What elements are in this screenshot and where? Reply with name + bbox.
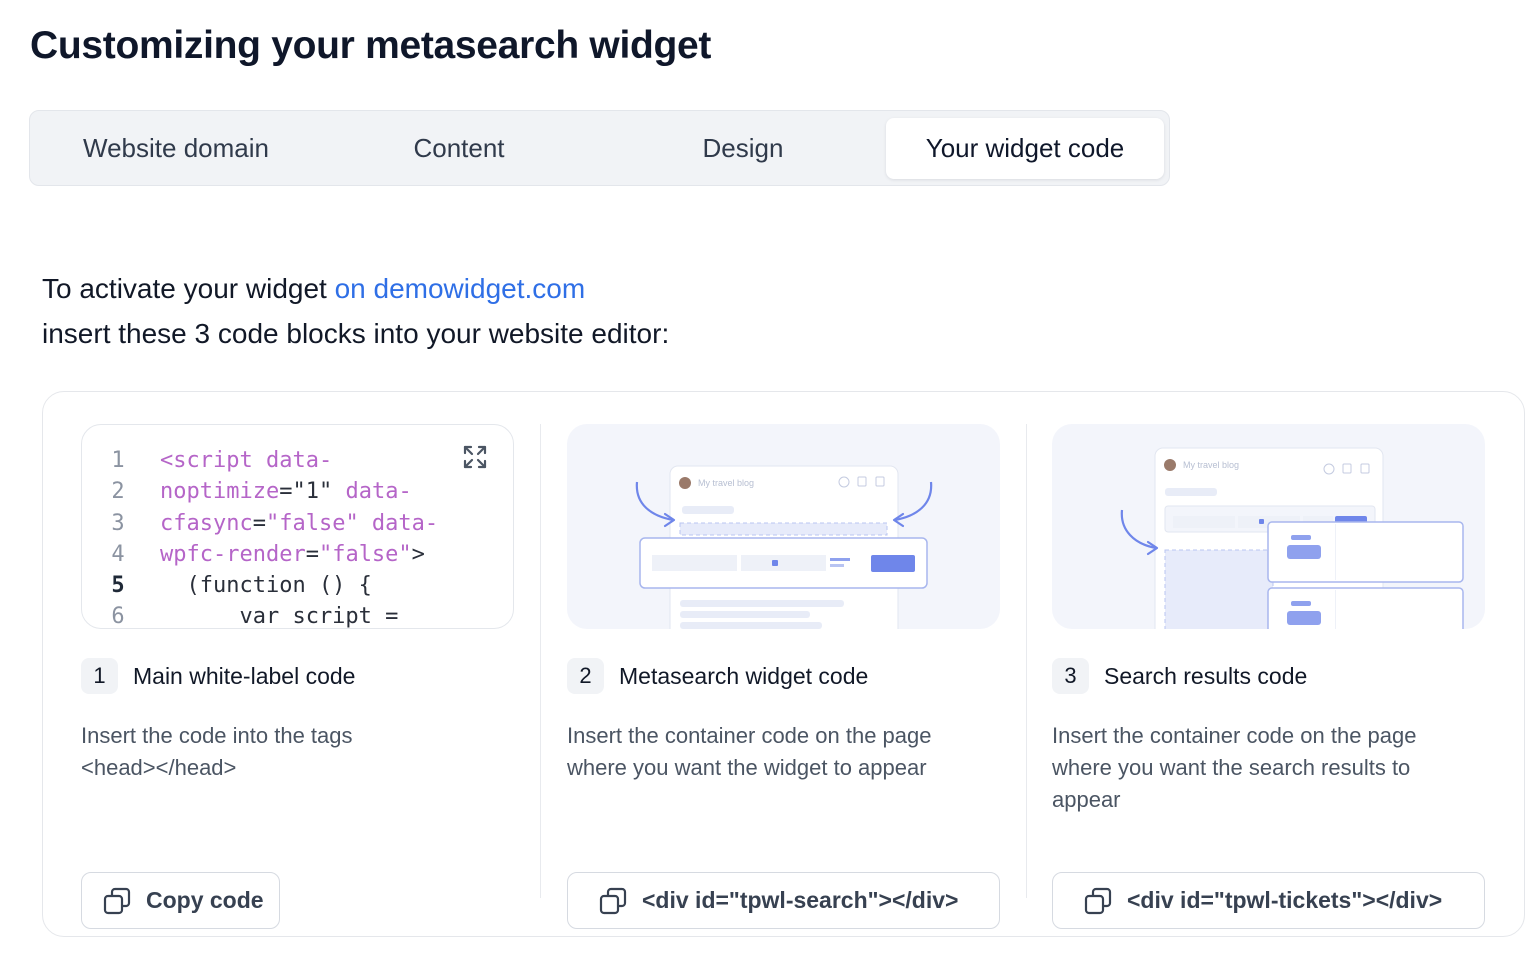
step-number-badge: 2 <box>567 658 604 694</box>
widget-illustration: My travel blog <box>567 424 1000 629</box>
intro-text: To activate your widget on demowidget.co… <box>42 266 669 356</box>
expand-icon[interactable] <box>461 443 489 471</box>
copy-icon <box>599 887 627 914</box>
step-2-heading: 2 Metasearch widget code <box>567 658 868 694</box>
metasearch-widget-card: My travel blog <box>567 424 1000 929</box>
copy-tickets-container-button[interactable]: <div id="tpwl-tickets"></div> <box>1052 872 1485 929</box>
copy-code-button[interactable]: Copy code <box>81 872 280 929</box>
step-title: Main white-label code <box>133 662 356 689</box>
column-divider <box>540 424 541 898</box>
page-title: Customizing your metasearch widget <box>30 24 712 67</box>
step-description: Insert the code into the tags <head></he… <box>81 723 353 780</box>
step-description: Insert the container code on the page wh… <box>567 723 932 780</box>
step-title: Search results code <box>1104 662 1308 689</box>
step-description: Insert the container code on the page wh… <box>1052 723 1417 812</box>
step-1-heading: 1 Main white-label code <box>81 658 355 694</box>
copy-search-container-button[interactable]: <div id="tpwl-search"></div> <box>567 872 1000 929</box>
tab-content[interactable]: Content <box>413 133 505 163</box>
tab-website-domain[interactable]: Website domain <box>83 133 269 163</box>
column-divider <box>1026 424 1027 898</box>
tab-your-widget-code[interactable]: Your widget code <box>886 118 1164 179</box>
copy-icon <box>103 887 131 914</box>
main-code-card: 1 2 3 4 5 6 <script data-noptimize="1" d… <box>81 424 514 929</box>
step-number-badge: 1 <box>81 658 118 694</box>
blog-label: My travel blog <box>1183 460 1239 470</box>
intro-line2: insert these 3 code blocks into your web… <box>42 318 670 349</box>
domain-link[interactable]: on demowidget.com <box>334 273 586 304</box>
code-line-numbers: 1 2 3 4 5 6 <box>111 448 125 629</box>
results-placement-illustration: My travel blog <box>1120 447 1464 629</box>
intro-prefix: To activate your widget <box>42 273 335 304</box>
step-tabs: Website domain Content Design Your widge… <box>29 110 1170 186</box>
step-title: Metasearch widget code <box>619 662 869 689</box>
step-number-badge: 3 <box>1052 658 1089 694</box>
search-container-code: <div id="tpwl-search"></div> <box>642 887 959 913</box>
tab-design[interactable]: Design <box>702 133 784 163</box>
code-text: <script data-noptimize="1" data-cfasync=… <box>160 448 439 629</box>
copy-icon <box>1084 887 1112 914</box>
tickets-container-code: <div id="tpwl-tickets"></div> <box>1127 887 1443 913</box>
code-preview[interactable]: 1 2 3 4 5 6 <script data-noptimize="1" d… <box>81 424 514 629</box>
copy-code-label: Copy code <box>146 887 264 913</box>
code-blocks-panel: 1 2 3 4 5 6 <script data-noptimize="1" d… <box>42 391 1525 937</box>
search-results-card: My travel blog <box>1052 424 1485 929</box>
results-illustration: My travel blog <box>1052 424 1485 629</box>
step-3-heading: 3 Search results code <box>1052 658 1307 694</box>
widget-placement-illustration: My travel blog <box>635 465 933 629</box>
blog-label: My travel blog <box>698 478 754 488</box>
